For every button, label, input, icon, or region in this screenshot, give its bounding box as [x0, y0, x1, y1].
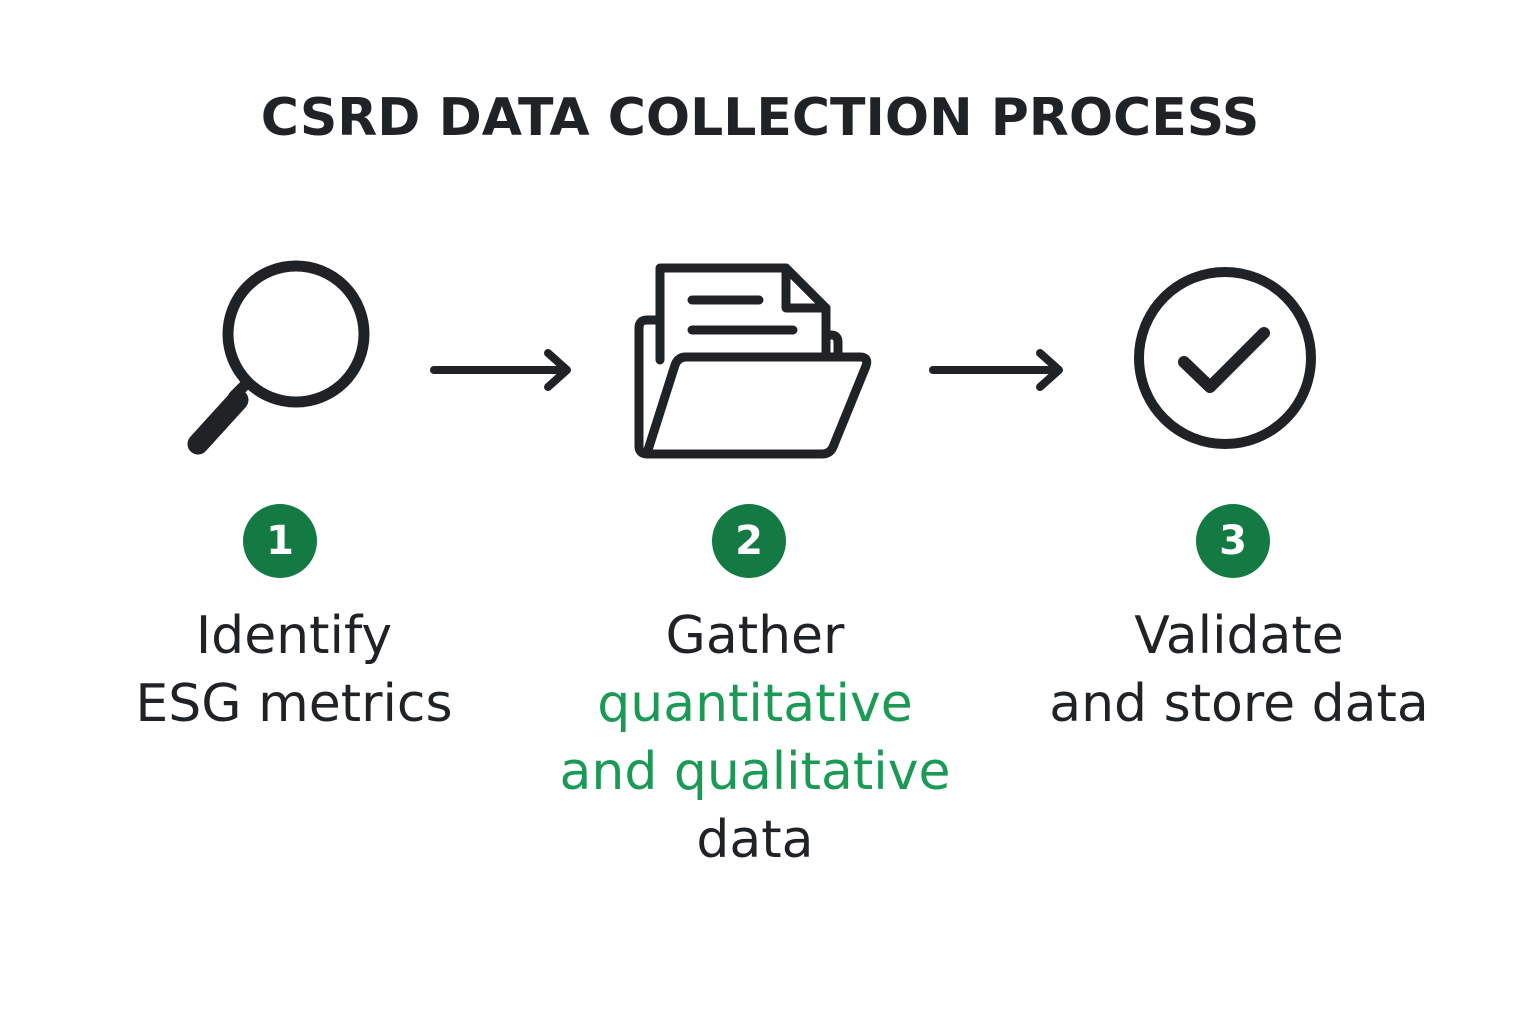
step-label: Validate and store data — [1009, 602, 1469, 738]
step-label-line: Identify — [195, 606, 393, 666]
step-label-line-highlight: and qualitative — [559, 742, 951, 802]
step-number-badge: 3 — [1196, 504, 1270, 578]
step-label: Gather quantitative and qualitative data — [525, 602, 985, 874]
step-label-line-highlight: quantitative — [597, 674, 913, 734]
arrow-right-icon — [430, 349, 571, 391]
step-label-line: and store data — [1049, 674, 1429, 734]
arrow-right-icon — [929, 349, 1063, 391]
diagram-title: CSRD DATA COLLECTION PROCESS — [260, 88, 1260, 148]
check-circle-icon — [1134, 267, 1316, 449]
step-label-line: data — [696, 810, 814, 870]
step-number-badge: 2 — [712, 504, 786, 578]
folder-with-document-icon — [634, 263, 872, 459]
step-label: Identify ESG metrics — [64, 602, 524, 738]
magnifying-glass-icon — [187, 260, 370, 455]
step-label-line: Gather — [665, 606, 845, 666]
step-number-badge: 1 — [243, 504, 317, 578]
step-label-line: Validate — [1134, 606, 1344, 666]
step-label-line: ESG metrics — [135, 674, 453, 734]
